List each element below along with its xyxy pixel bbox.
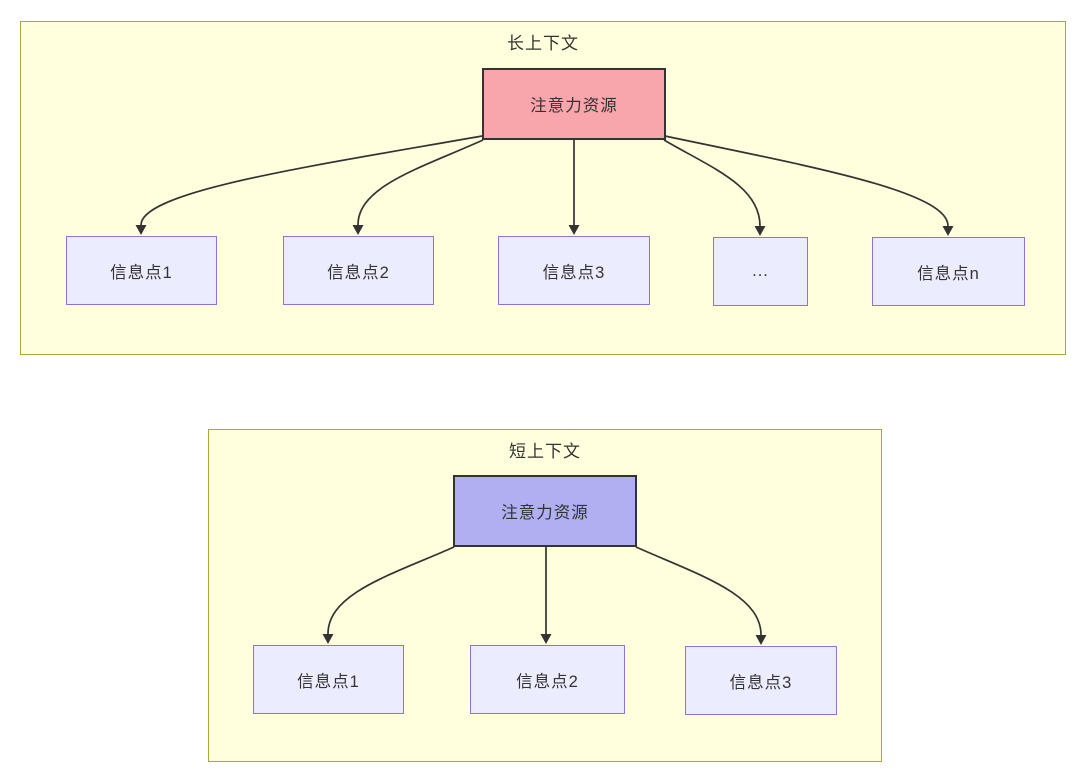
attention-resource-node-long: 注意力资源 [482, 68, 666, 140]
info-node-1-short: 信息点1 [253, 645, 404, 714]
long-context-title: 长上下文 [507, 34, 579, 53]
short-context-title: 短上下文 [509, 442, 581, 461]
info-node-2-long: 信息点2 [283, 236, 434, 305]
info-node-1-long: 信息点1 [66, 236, 217, 305]
info-node-ellipsis-long: ... [713, 237, 808, 306]
info-node-n-long: 信息点n [872, 237, 1025, 306]
info-node-3-long: 信息点3 [498, 236, 650, 305]
info-node-3-short: 信息点3 [685, 646, 837, 715]
info-node-2-short: 信息点2 [470, 645, 625, 714]
attention-resource-node-short: 注意力资源 [453, 475, 637, 547]
